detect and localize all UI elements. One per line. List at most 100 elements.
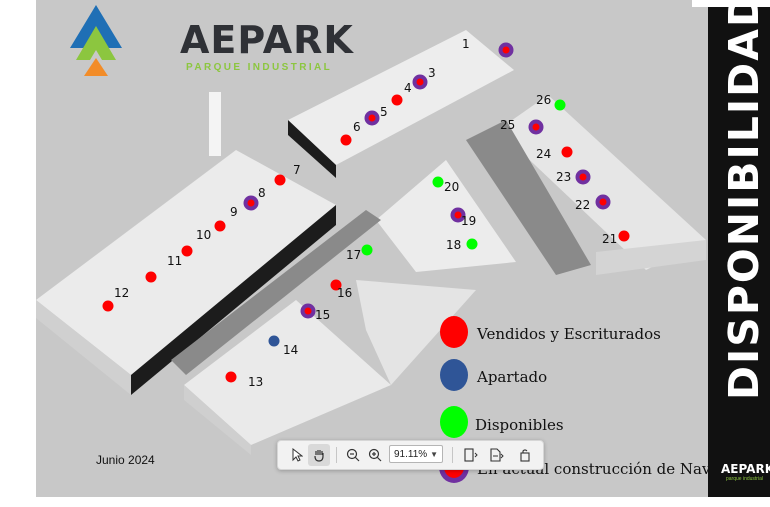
lot-marker-4 bbox=[391, 94, 403, 106]
page-view-button[interactable] bbox=[486, 444, 508, 466]
lot-marker-16 bbox=[330, 279, 342, 291]
lot-marker-18 bbox=[466, 238, 478, 250]
lot-number-6: 6 bbox=[353, 120, 361, 134]
brand-tagline: PARQUE INDUSTRIAL bbox=[186, 62, 333, 73]
lot-number-23: 23 bbox=[556, 170, 572, 184]
lot-number-13: 13 bbox=[248, 375, 264, 389]
building-middle-block bbox=[376, 160, 516, 272]
building-left-front bbox=[131, 205, 336, 395]
lot-marker-26 bbox=[554, 99, 566, 111]
road-main bbox=[171, 210, 381, 375]
lot-marker-9 bbox=[214, 220, 226, 232]
legend-marker-sold bbox=[440, 316, 468, 348]
side-logo-name: AEPARK bbox=[721, 462, 770, 476]
chevron-down-icon: ▼ bbox=[430, 450, 438, 459]
legend-marker-available bbox=[440, 406, 468, 438]
lot-marker-15 bbox=[300, 303, 316, 319]
zoom-level-select[interactable]: 91.11% ▼ bbox=[389, 445, 443, 463]
zoom-in-icon bbox=[368, 448, 382, 462]
brand-name: AEPARK bbox=[180, 18, 354, 62]
lot-marker-7 bbox=[274, 174, 286, 186]
rotate-icon bbox=[520, 449, 530, 462]
lot-marker-20 bbox=[432, 176, 444, 188]
legend-label-available: Disponibles bbox=[475, 416, 564, 434]
legend-label-sold: Vendidos y Escriturados bbox=[477, 325, 661, 343]
toolbar-separator bbox=[336, 447, 337, 463]
lot-number-24: 24 bbox=[536, 147, 552, 161]
lot-number-18: 18 bbox=[446, 238, 462, 252]
hand-tool-button[interactable] bbox=[308, 444, 330, 466]
sidebar-panel bbox=[708, 0, 770, 497]
building-bottom-side bbox=[184, 385, 251, 455]
lot-marker-14 bbox=[268, 335, 280, 347]
zoom-in-button[interactable] bbox=[364, 444, 386, 466]
lot-number-11: 11 bbox=[167, 254, 183, 268]
zoom-out-button[interactable] bbox=[342, 444, 364, 466]
building-right-side bbox=[596, 240, 706, 275]
site-plan bbox=[36, 5, 758, 483]
lot-marker-23 bbox=[575, 169, 591, 185]
lot-number-9: 9 bbox=[230, 205, 238, 219]
lot-number-16: 16 bbox=[337, 286, 353, 300]
sidebar-title: DISPONIBILIDAD bbox=[720, 0, 768, 400]
lot-marker-11 bbox=[145, 271, 157, 283]
legend-label-reserved: Apartado bbox=[477, 368, 548, 386]
side-logo-tagline: parque industrial bbox=[726, 476, 763, 482]
lot-marker-22 bbox=[595, 194, 611, 210]
lot-number-7: 7 bbox=[293, 163, 301, 177]
window-top-strip bbox=[692, 0, 770, 7]
hand-icon bbox=[314, 450, 324, 462]
fit-page-button[interactable] bbox=[460, 444, 482, 466]
zoom-level-value: 91.11% bbox=[394, 449, 428, 460]
lot-marker-3 bbox=[412, 74, 428, 90]
lot-marker-21 bbox=[618, 230, 630, 242]
rotate-button[interactable] bbox=[514, 444, 536, 466]
lot-marker-25 bbox=[528, 119, 544, 135]
building-top-front bbox=[288, 120, 336, 178]
lot-marker-1 bbox=[498, 42, 514, 58]
lot-number-21: 21 bbox=[602, 232, 618, 246]
lot-number-15: 15 bbox=[315, 308, 331, 322]
lot-number-26: 26 bbox=[536, 93, 552, 107]
lot-number-1: 1 bbox=[462, 37, 470, 51]
lot-marker-24 bbox=[561, 146, 573, 158]
legend-marker-reserved bbox=[440, 359, 468, 391]
cursor-icon bbox=[292, 448, 303, 462]
logo-mark-green bbox=[76, 26, 116, 60]
pdf-toolbar: 91.11% ▼ bbox=[277, 440, 544, 470]
fit-page-icon bbox=[464, 448, 478, 462]
toolbar-separator bbox=[452, 447, 453, 463]
lot-marker-19 bbox=[450, 207, 466, 223]
lot-marker-5 bbox=[364, 110, 380, 126]
lot-number-10: 10 bbox=[196, 228, 212, 242]
road-right bbox=[466, 120, 591, 275]
lot-marker-10 bbox=[181, 245, 193, 257]
lot-number-5: 5 bbox=[380, 105, 388, 119]
tower bbox=[209, 92, 221, 156]
select-tool-button[interactable] bbox=[286, 444, 308, 466]
lot-marker-6 bbox=[340, 134, 352, 146]
page-view-icon bbox=[490, 448, 504, 462]
building-bottom-right-block bbox=[356, 280, 476, 385]
building-left-side bbox=[36, 300, 131, 395]
lot-number-19: 19 bbox=[461, 214, 477, 228]
lot-number-17: 17 bbox=[346, 248, 362, 262]
lot-marker-12 bbox=[102, 300, 114, 312]
lot-marker-8 bbox=[243, 195, 259, 211]
building-bottom-block bbox=[184, 300, 391, 445]
lot-markers bbox=[102, 42, 630, 383]
zoom-out-icon bbox=[346, 448, 360, 462]
lot-number-25: 25 bbox=[500, 118, 516, 132]
lot-number-14: 14 bbox=[283, 343, 299, 357]
lot-marker-13 bbox=[225, 371, 237, 383]
lot-number-20: 20 bbox=[444, 180, 460, 194]
lot-number-12: 12 bbox=[114, 286, 130, 300]
building-left-block bbox=[36, 150, 336, 375]
lot-number-8: 8 bbox=[258, 186, 266, 200]
logo-mark-orange bbox=[84, 58, 108, 76]
building-right-block bbox=[498, 95, 706, 270]
lot-marker-17 bbox=[361, 244, 373, 256]
date-label: Junio 2024 bbox=[96, 453, 155, 467]
